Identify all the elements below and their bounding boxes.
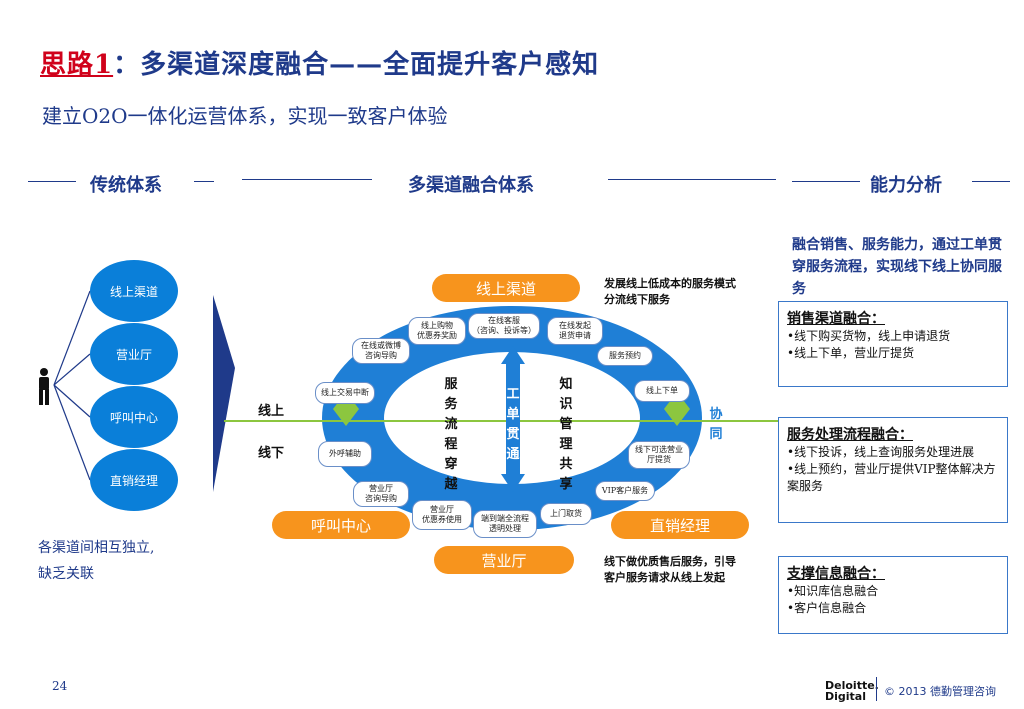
connector-line — [53, 353, 91, 386]
person-icon — [39, 368, 49, 405]
bubble-outbound: 外呼辅助 — [318, 441, 372, 467]
capability-box-heading: 服务处理流程融合： — [787, 427, 913, 443]
section-multichannel: 多渠道融合体系 — [408, 175, 534, 196]
capability-box-item: •客户信息融合 — [787, 601, 867, 615]
title-colon: ： — [113, 50, 141, 80]
traditional-conclusion: 各渠道间相互独立, 缺乏关联 — [38, 535, 154, 587]
bubble-appointment: 服务预约 — [597, 346, 653, 366]
capability-box-heading: 销售渠道融合： — [787, 311, 885, 327]
bubble-e2e: 端到端全流程 透明处理 — [473, 510, 537, 538]
capability-box-item: •线下购买货物，线上申请退货 — [787, 329, 951, 343]
note-bottom: 线下做优质售后服务，引导 客户服务请求从线上发起 — [604, 555, 736, 584]
title-main: 多渠道深度融合——全面提升客户感知 — [140, 50, 600, 80]
page-subtitle: 建立O2O一体化运营体系，实现一致客户体验 — [42, 104, 448, 128]
brand-line-2: Digital — [825, 690, 866, 703]
divider-line — [792, 181, 860, 182]
bubble-online-service: 在线客服 （咨询、投诉等） — [468, 313, 540, 339]
bubble-online-return: 在线发起 退货申请 — [547, 317, 603, 345]
capability-box-item: •知识库信息融合 — [787, 584, 879, 598]
ring-business-hall: 营业厅 — [434, 546, 574, 574]
capability-box-service: 服务处理流程融合： •线下投诉，线上查询服务处理进展 •线上预约，营业厅提供VI… — [778, 417, 1008, 523]
connector-line — [53, 384, 91, 481]
divider-line — [28, 181, 76, 182]
bubble-vip: VIP客户服务 — [595, 481, 655, 501]
bubble-hall-coupon: 营业厅 优惠券使用 — [412, 500, 472, 530]
vertical-work-order: 工单贯通 — [506, 387, 520, 462]
bubble-online-purchase: 线上购物 优惠券奖励 — [408, 317, 466, 345]
capability-box-sales: 销售渠道融合： •线下购买货物，线上申请退货 •线上下单，营业厅提货 — [778, 301, 1008, 387]
bubble-store-pickup: 线下可选营业 厅提货 — [628, 441, 690, 469]
divider-line — [194, 181, 214, 182]
copyright: © 2013 德勤管理咨询 — [884, 685, 996, 698]
footer-divider — [876, 677, 877, 701]
double-arrow-icon — [501, 346, 525, 492]
section-traditional: 传统体系 — [90, 175, 162, 196]
divider-line — [242, 179, 372, 180]
capability-box-item: •线下投诉，线上查询服务处理进展 — [787, 445, 975, 459]
bubble-weibo: 在线或微博 咨询导购 — [352, 338, 410, 364]
traditional-channel-directsales: 直销经理 — [90, 449, 178, 511]
capability-intro: 融合销售、服务能力，通过工单贯穿服务流程，实现线下线上协同服务 — [792, 237, 1002, 297]
traditional-channel-online: 线上渠道 — [90, 260, 178, 322]
capability-box-item: •线上预约，营业厅提供VIP整体解决方案服务 — [787, 462, 996, 493]
ring-online-channel: 线上渠道 — [432, 274, 580, 302]
bubble-door-pickup: 上门取货 — [540, 503, 592, 525]
connector-line — [53, 384, 91, 418]
conclusion-line-2: 缺乏关联 — [38, 566, 94, 582]
capability-box-info: 支撑信息融合： •知识库信息融合 •客户信息融合 — [778, 556, 1008, 634]
label-offline: 线下 — [258, 446, 285, 461]
divider-line — [972, 181, 1010, 182]
traditional-channel-hall: 营业厅 — [90, 323, 178, 385]
bubble-online-order: 线上下单 — [634, 380, 690, 402]
ring-direct-sales: 直销经理 — [611, 511, 749, 539]
page-title: 思路1：多渠道深度融合——全面提升客户感知 — [40, 44, 599, 81]
conclusion-line-1: 各渠道间相互独立, — [38, 540, 155, 556]
note-top: 发展线上低成本的服务模式 分流线下服务 — [604, 277, 736, 306]
title-prefix: 思路1 — [40, 50, 114, 80]
brand-line-1: Deloitte. — [825, 679, 879, 692]
label-online: 线上 — [258, 404, 285, 419]
deloitte-logo: Deloitte. Digital — [825, 680, 879, 702]
ring-call-center: 呼叫中心 — [272, 511, 410, 539]
capability-box-item: •线上下单，营业厅提货 — [787, 346, 915, 360]
divider-line — [608, 179, 776, 180]
bubble-online-trade: 线上交易中断 — [315, 382, 375, 404]
traditional-arrow-icon — [213, 295, 235, 492]
traditional-channel-callcenter: 呼叫中心 — [90, 386, 178, 448]
connector-line — [53, 290, 91, 386]
page-number: 24 — [52, 679, 68, 693]
bubble-hall-guide: 营业厅 咨询导购 — [353, 481, 409, 507]
traditional-connector-diagram — [39, 290, 235, 492]
vertical-knowledge-sharing: 知识管理共享 — [559, 377, 573, 492]
label-collab: 协同 — [709, 407, 723, 442]
vertical-service-flow: 服务流程穿越 — [444, 377, 458, 492]
section-capability: 能力分析 — [870, 175, 942, 196]
capability-box-heading: 支撑信息融合： — [787, 566, 885, 582]
